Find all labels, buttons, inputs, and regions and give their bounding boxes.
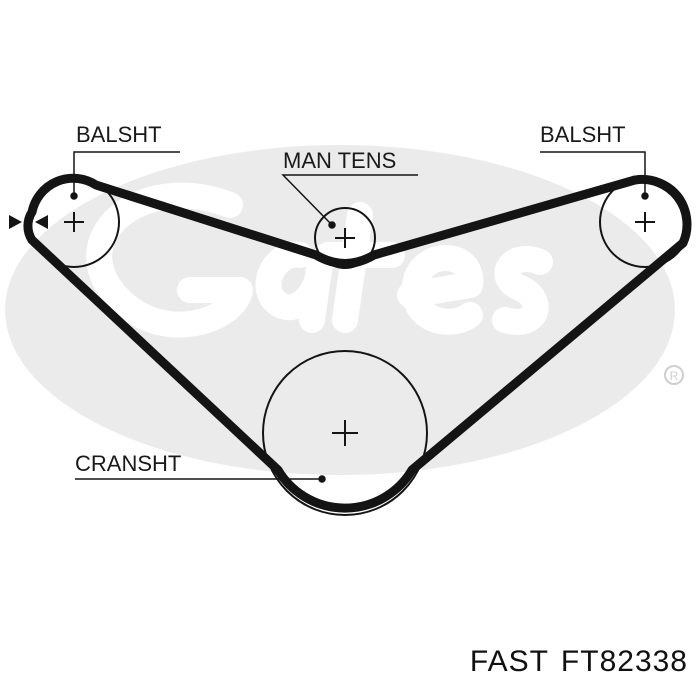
part-number: FT82338 (560, 645, 688, 678)
leader-line-balshaft-left (70, 151, 180, 200)
product-caption: FAST FT82338 (470, 645, 688, 679)
center-plus-icon (335, 228, 355, 248)
label-balshaft-left: BALSHT (76, 122, 162, 147)
brand-name: FAST (469, 645, 549, 678)
label-manual-tensioner: MAN TENS (283, 148, 396, 173)
timing-belt (23, 173, 692, 513)
center-plus-icon (332, 420, 358, 446)
rotation-arrow-icon (9, 215, 48, 229)
center-plus-icon (64, 212, 84, 232)
leader-line-crankshaft (75, 475, 326, 483)
center-plus-icon (635, 212, 655, 232)
svg-text:R: R (670, 369, 679, 383)
leader-line-man-tens (281, 174, 418, 229)
label-crankshaft: CRANSHT (75, 451, 181, 476)
leader-line-balshaft-right (540, 151, 649, 200)
label-balshaft-right: BALSHT (540, 122, 626, 147)
crankshaft-pulley (262, 350, 428, 516)
